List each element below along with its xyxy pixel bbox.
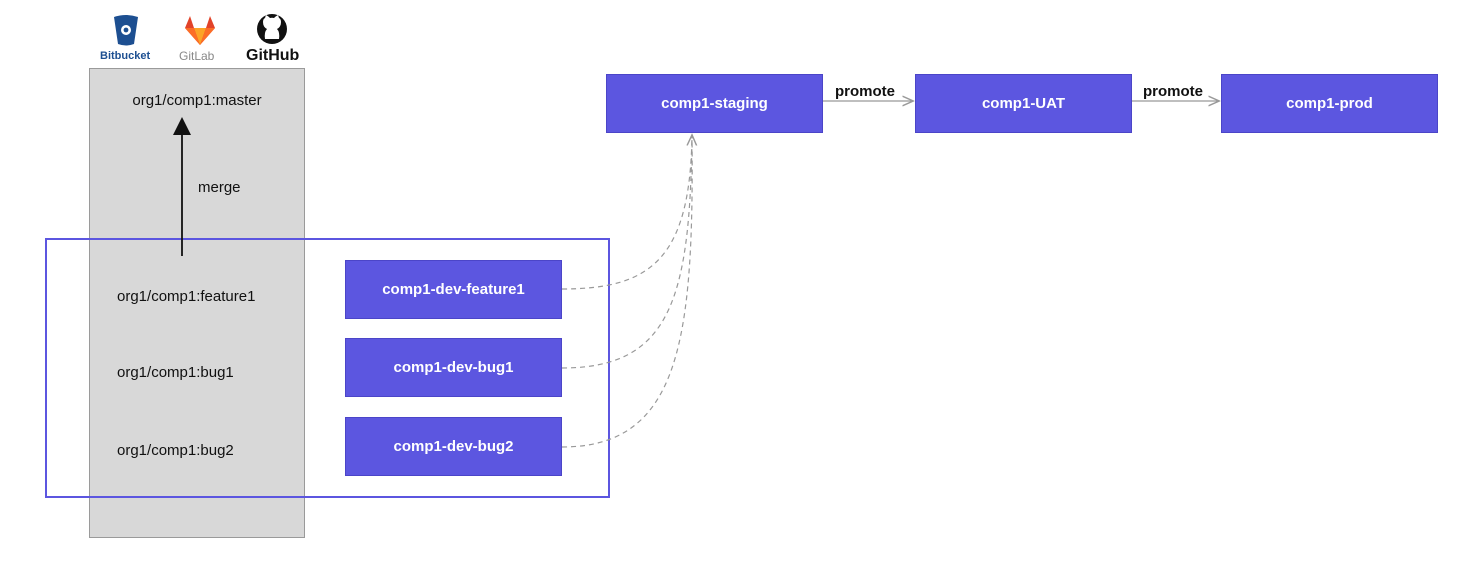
prod-env-box: comp1-prod xyxy=(1221,74,1438,133)
merge-label: merge xyxy=(198,179,241,196)
bitbucket-logo: Bitbucket xyxy=(100,14,152,64)
staging-env-box: comp1-staging xyxy=(606,74,823,133)
promote-label-staging-to-uat: promote xyxy=(835,83,895,100)
gitlab-logo: GitLab xyxy=(176,14,224,64)
bug1-branch-label: org1/comp1:bug1 xyxy=(117,364,234,381)
promote-label-uat-to-prod: promote xyxy=(1143,83,1203,100)
github-icon xyxy=(257,14,287,44)
dev-env-bug2-label: comp1-dev-bug2 xyxy=(393,438,514,455)
uat-env-label: comp1-UAT xyxy=(981,95,1066,112)
github-logo: GitHub xyxy=(246,12,302,66)
feature1-branch-label: org1/comp1:feature1 xyxy=(117,288,256,305)
dev-environments-highlight xyxy=(45,238,610,498)
connector-bug1-to-staging xyxy=(561,135,693,369)
github-wordmark: GitHub xyxy=(246,47,300,64)
repository-branch-column xyxy=(89,68,305,538)
gitlab-wordmark: GitLab xyxy=(179,49,215,63)
bug2-branch-label: org1/comp1:bug2 xyxy=(117,442,234,459)
dev-env-bug2-box: comp1-dev-bug2 xyxy=(345,417,562,476)
gitlab-icon xyxy=(185,16,215,45)
dev-env-bug1-box: comp1-dev-bug1 xyxy=(345,338,562,397)
master-branch-label: org1/comp1:master xyxy=(132,92,262,109)
staging-env-label: comp1-staging xyxy=(661,95,768,112)
connector-bug2-to-staging xyxy=(561,135,693,448)
dev-env-feature1-label: comp1-dev-feature1 xyxy=(382,281,525,298)
uat-env-box: comp1-UAT xyxy=(915,74,1132,133)
bitbucket-icon xyxy=(114,15,138,46)
prod-env-label: comp1-prod xyxy=(1286,95,1373,112)
dev-env-feature1-box: comp1-dev-feature1 xyxy=(345,260,562,319)
dev-env-bug1-label: comp1-dev-bug1 xyxy=(393,359,514,376)
bitbucket-wordmark: Bitbucket xyxy=(100,50,151,62)
connector-feature1-to-staging xyxy=(561,136,692,290)
